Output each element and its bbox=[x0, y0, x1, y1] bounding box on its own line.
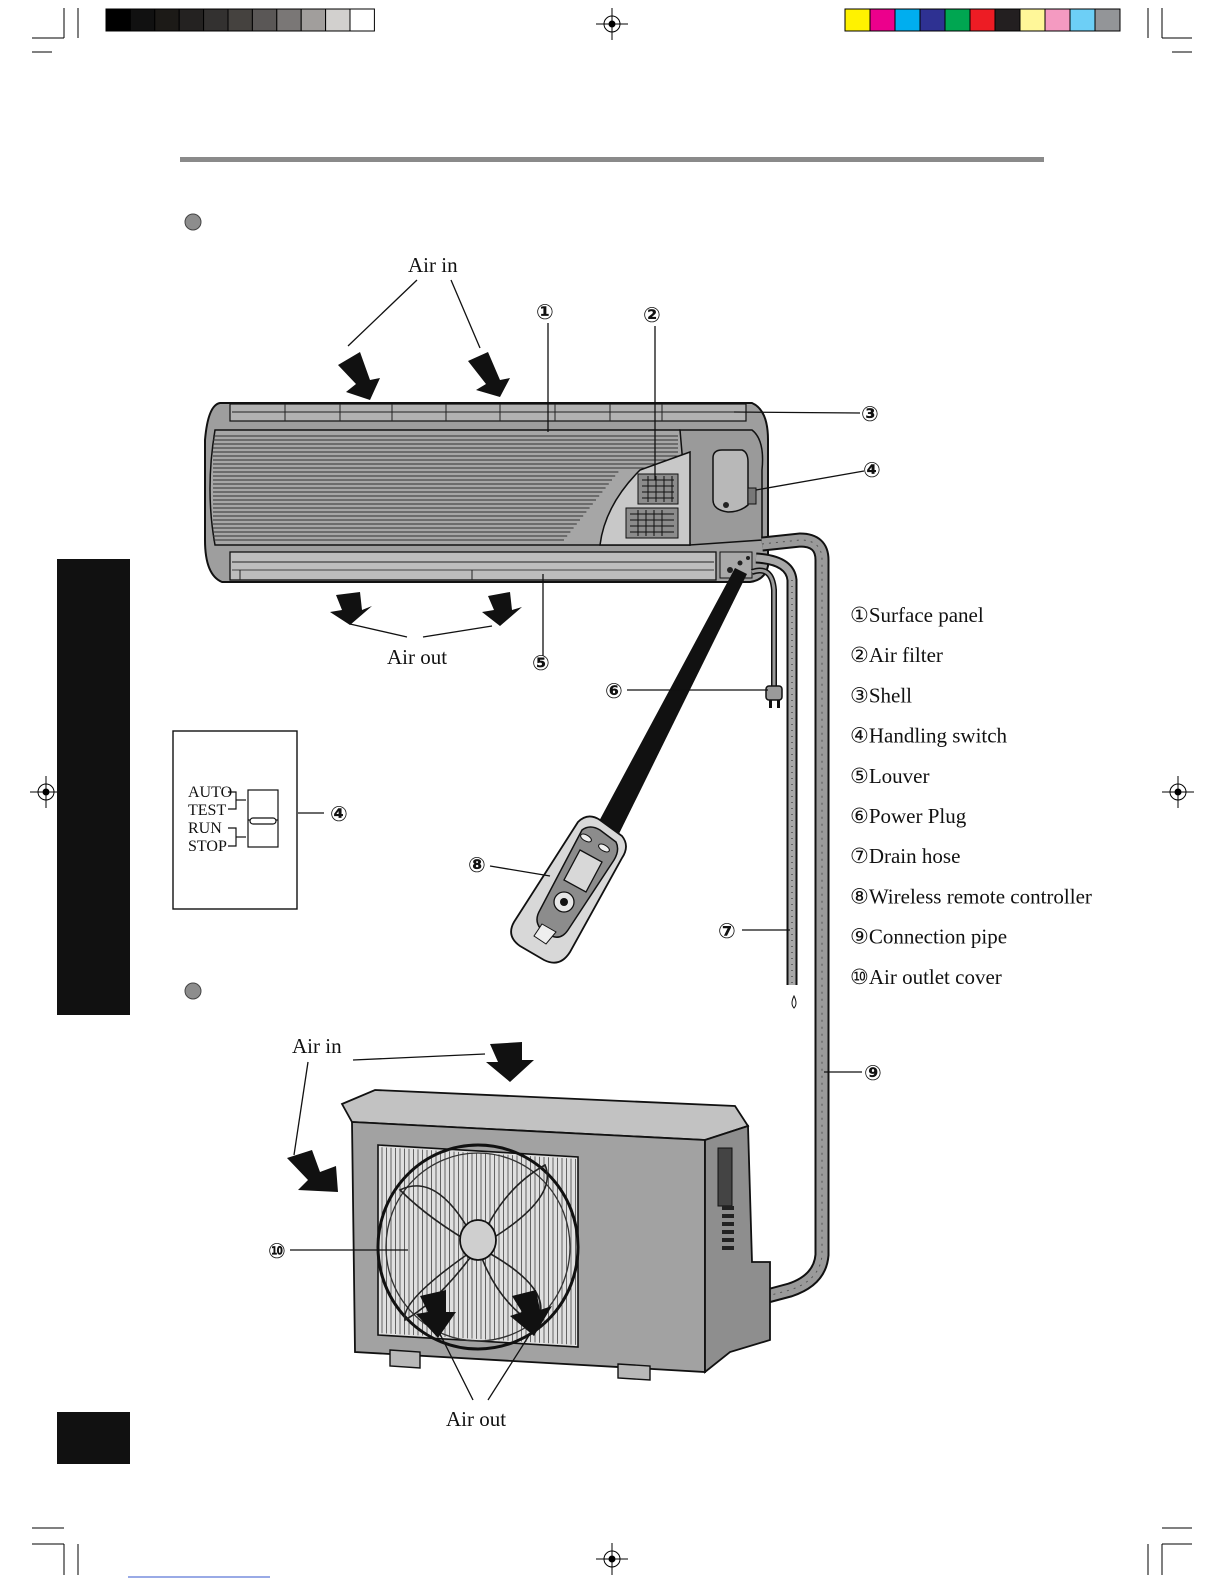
legend-item: ②Air filter bbox=[850, 643, 943, 667]
legend-item-number: ① bbox=[850, 603, 869, 627]
gray-swatch bbox=[252, 9, 276, 31]
label-air-in-outdoor: Air in bbox=[292, 1034, 342, 1058]
legend-item-number: ③ bbox=[850, 683, 869, 707]
color-swatch bbox=[1095, 9, 1120, 31]
color-swatch bbox=[845, 9, 870, 31]
color-swatch bbox=[895, 9, 920, 31]
grayscale-calibration-bar bbox=[106, 9, 374, 31]
connection-pipe bbox=[745, 540, 822, 1302]
legend-item-label: Surface panel bbox=[869, 603, 984, 627]
callout-8: ⑧ bbox=[468, 853, 486, 877]
legend-item-number: ⑤ bbox=[850, 764, 869, 788]
handling-switch-inset: AUTO TEST RUN STOP ④ bbox=[173, 731, 348, 909]
legend-item: ③Shell bbox=[850, 683, 912, 707]
legend-item: ⑦Drain hose bbox=[850, 844, 960, 868]
color-swatch bbox=[920, 9, 945, 31]
switch-mode-run: RUN bbox=[188, 820, 222, 837]
side-tab bbox=[57, 559, 130, 1015]
color-swatch bbox=[870, 9, 895, 31]
legend-item: ①Surface panel bbox=[850, 603, 984, 627]
callout-1: ① bbox=[536, 300, 554, 324]
legend-item-label: Shell bbox=[869, 683, 912, 707]
legend-item: ⑩Air outlet cover bbox=[850, 965, 1002, 989]
color-swatch bbox=[945, 9, 970, 31]
gray-swatch bbox=[155, 9, 179, 31]
gray-swatch bbox=[204, 9, 228, 31]
legend-item-label: Louver bbox=[869, 764, 930, 788]
page-number-tab bbox=[57, 1412, 130, 1464]
legend-item-label: Air filter bbox=[869, 643, 943, 667]
gray-swatch bbox=[301, 9, 325, 31]
gray-swatch bbox=[350, 9, 374, 31]
legend-item-label: Power Plug bbox=[869, 804, 967, 828]
section-bullet-indoor bbox=[185, 214, 201, 230]
label-air-in-indoor: Air in bbox=[408, 253, 458, 277]
power-plug bbox=[752, 570, 782, 708]
legend-item-label: Wireless remote controller bbox=[869, 884, 1092, 908]
color-swatch bbox=[1070, 9, 1095, 31]
legend-item: ④Handling switch bbox=[850, 724, 1008, 748]
air-out-arrows-indoor bbox=[330, 592, 522, 626]
callout-6: ⑥ bbox=[605, 679, 623, 703]
gray-swatch bbox=[228, 9, 252, 31]
header-rule bbox=[180, 157, 1044, 162]
switch-inset-callout: ④ bbox=[330, 802, 348, 826]
switch-mode-test: TEST bbox=[188, 802, 226, 819]
label-air-out-outdoor: Air out bbox=[446, 1407, 506, 1431]
legend-item-label: Handling switch bbox=[869, 724, 1008, 748]
callout-4: ④ bbox=[863, 458, 881, 482]
callout-10: ⑩ bbox=[268, 1239, 286, 1263]
callout-2: ② bbox=[643, 303, 661, 327]
legend-item-number: ⑦ bbox=[850, 844, 869, 868]
legend-item-number: ⑩ bbox=[850, 965, 869, 989]
legend-item-number: ⑧ bbox=[850, 884, 869, 908]
label-air-out-indoor: Air out bbox=[387, 645, 447, 669]
legend-item-label: Connection pipe bbox=[869, 925, 1007, 949]
legend-item-number: ② bbox=[850, 643, 869, 667]
callout-7: ⑦ bbox=[718, 919, 736, 943]
registration-mark-top bbox=[596, 8, 628, 40]
switch-mode-stop: STOP bbox=[188, 838, 227, 855]
remote-controller bbox=[511, 568, 747, 963]
section-bullet-outdoor bbox=[185, 983, 201, 999]
indoor-unit bbox=[205, 403, 768, 582]
legend-item-number: ④ bbox=[850, 724, 869, 748]
legend-item-label: Air outlet cover bbox=[869, 965, 1002, 989]
color-swatch bbox=[1020, 9, 1045, 31]
legend-item: ⑤Louver bbox=[850, 764, 929, 788]
gray-swatch bbox=[277, 9, 301, 31]
legend-item: ⑧Wireless remote controller bbox=[850, 884, 1092, 908]
air-in-arrows-indoor bbox=[338, 352, 510, 400]
callout-3: ③ bbox=[861, 402, 879, 426]
gray-swatch bbox=[130, 9, 154, 31]
legend-item: ⑥Power Plug bbox=[850, 804, 967, 828]
legend-item-number: ⑨ bbox=[850, 925, 869, 949]
gray-swatch bbox=[106, 9, 130, 31]
outdoor-unit bbox=[342, 1090, 770, 1380]
switch-mode-auto: AUTO bbox=[188, 784, 232, 801]
registration-mark-right bbox=[1162, 776, 1194, 808]
color-swatch bbox=[970, 9, 995, 31]
gray-swatch bbox=[326, 9, 350, 31]
callout-5: ⑤ bbox=[532, 651, 550, 675]
color-calibration-bar bbox=[845, 9, 1120, 31]
legend-item: ⑨Connection pipe bbox=[850, 925, 1007, 949]
color-swatch bbox=[995, 9, 1020, 31]
registration-mark-bottom bbox=[596, 1543, 628, 1575]
gray-swatch bbox=[179, 9, 203, 31]
legend-item-label: Drain hose bbox=[869, 844, 961, 868]
callout-9: ⑨ bbox=[864, 1061, 882, 1085]
color-swatch bbox=[1045, 9, 1070, 31]
legend-item-number: ⑥ bbox=[850, 804, 869, 828]
